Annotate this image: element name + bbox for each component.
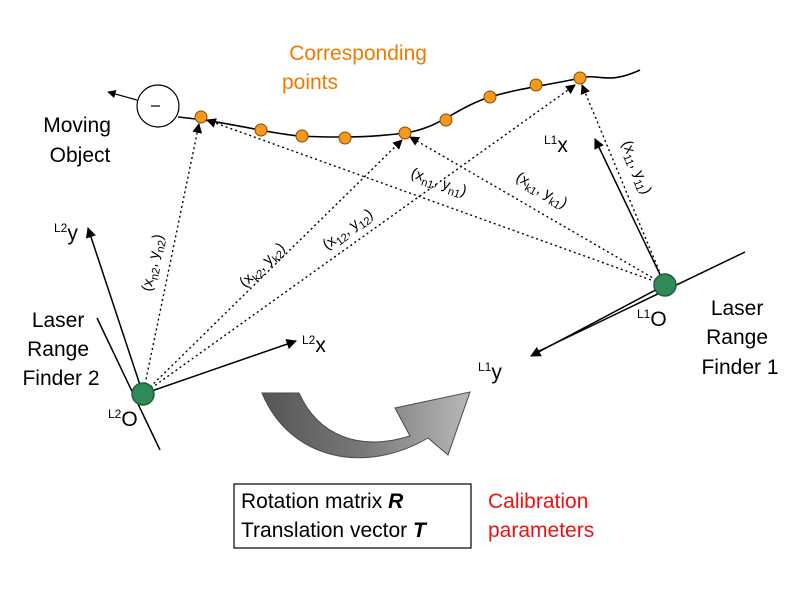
finder1-y-axis-label: L1y	[478, 360, 502, 384]
measurement-lines	[142, 84, 666, 395]
corresponding-point	[483, 90, 497, 104]
finder2-baseline	[96, 317, 161, 451]
ray-finder1-11	[580, 84, 666, 286]
coord-label-n1: (xn1, yn1)	[408, 165, 469, 203]
corresponding-point	[398, 126, 412, 140]
finder2-x-axis-label: L2x	[302, 333, 326, 357]
ray-finder1-n1	[206, 118, 666, 286]
coord-label-12: (x12, y12)	[319, 205, 378, 255]
finder1-baseline	[536, 251, 746, 353]
corresponding-points	[194, 71, 587, 145]
object-trajectory	[177, 69, 641, 138]
moving-object-label: Moving Object	[43, 114, 117, 167]
finder1-sensor	[653, 273, 677, 297]
ray-finder2-12	[142, 84, 576, 395]
coord-label-n2: (xn2, yn2)	[138, 233, 170, 294]
corresponding-point	[439, 113, 453, 127]
finder2-origin-label: L2O	[108, 407, 138, 431]
corresponding-point	[295, 129, 309, 143]
translation-vector-label: Translation vector T	[241, 519, 428, 542]
rotation-matrix-label: Rotation matrix R	[241, 490, 404, 513]
coord-label-k2: (xk2, yk2)	[236, 239, 291, 293]
finder1-x-axis-label: L1x	[544, 133, 568, 157]
ray-finder2-k2	[142, 139, 403, 395]
finder1-origin-label: L1O	[637, 307, 667, 331]
finder2-label: Laser Range Finder 2	[22, 309, 99, 390]
moving-direction-arrow	[107, 89, 138, 101]
finder2-y-axis-label: L2y	[54, 221, 78, 245]
transformation-arrow	[261, 391, 471, 459]
calibration-params-box	[233, 483, 472, 549]
finder2-x-axis	[142, 339, 297, 395]
finder2-sensor	[131, 382, 155, 406]
coord-label-11: (x11, y11)	[616, 138, 656, 198]
corresponding-point	[194, 110, 208, 124]
corresponding-point	[529, 78, 543, 92]
finder1-x-axis	[594, 138, 666, 286]
finder1-y-axis	[530, 284, 666, 357]
finder1-label: Laser Range Finder 1	[701, 297, 778, 379]
coord-label-k1: (xk1, yk1)	[512, 169, 571, 215]
corresponding-points-label: Corresponding points	[282, 42, 433, 94]
ray-finder2-n2	[142, 123, 203, 395]
corresponding-point	[254, 123, 268, 137]
calibration-parameters-label: Calibration parameters	[488, 490, 594, 542]
finder2-y-axis	[85, 227, 144, 395]
ray-finder1-k1	[409, 136, 666, 286]
corresponding-point	[338, 131, 352, 145]
corresponding-point	[573, 71, 587, 85]
